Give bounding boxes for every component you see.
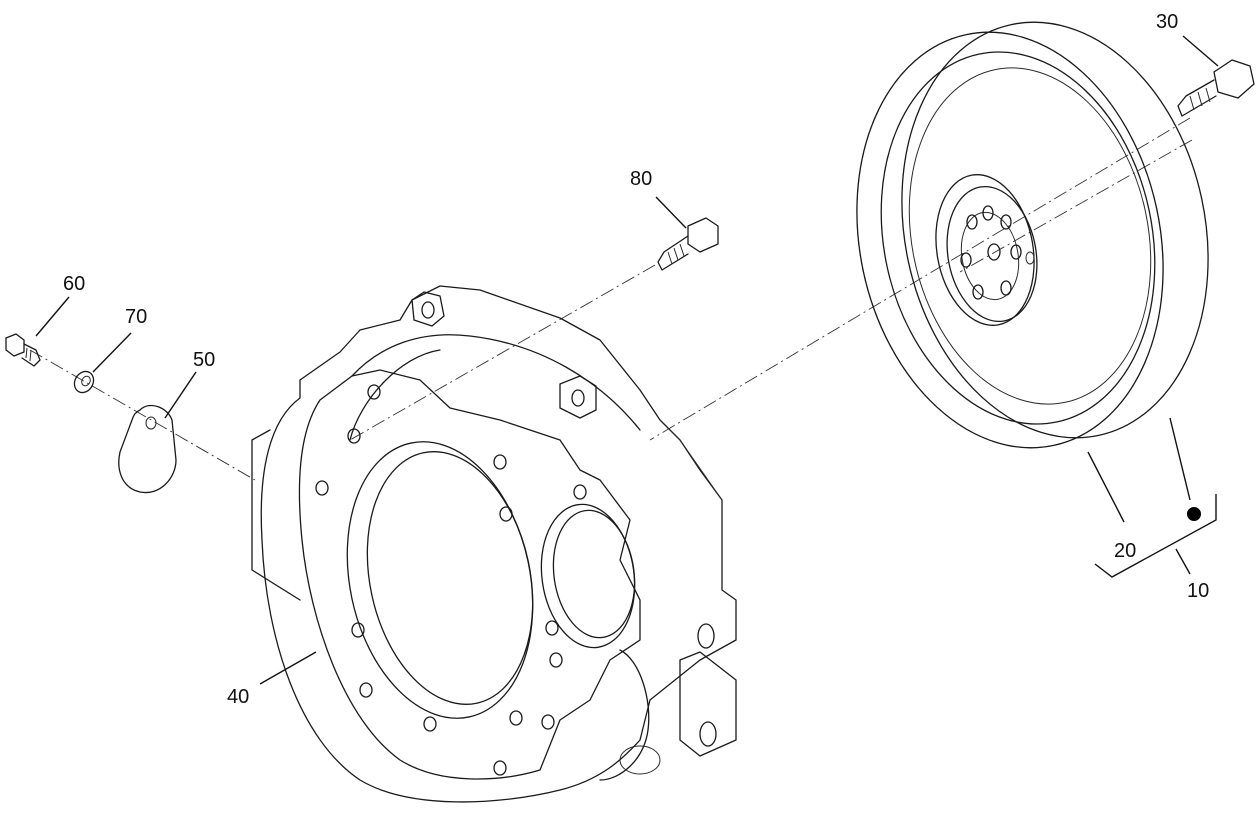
callout-50: 50 [193,349,215,371]
flywheel-part-20 [856,21,1209,449]
leader-lines [35,35,1219,685]
plate-part-50 [118,404,177,494]
callout-20: 20 [1114,540,1136,562]
callout-10: 10 [1187,580,1209,602]
bullet-dot [1187,507,1201,521]
bolt-part-60 [5,333,41,367]
lock-washer-part-70 [73,370,95,394]
callout-80: 80 [630,168,652,190]
bolt-part-30 [1177,59,1255,117]
callout-30: 30 [1156,11,1178,33]
callout-70: 70 [125,306,147,328]
callout-40: 40 [227,686,249,708]
flywheel-housing-part-40 [251,285,737,803]
callout-labels: 60 70 50 80 30 40 20 10 [63,11,1209,708]
assembly-axis-lines [29,117,1193,481]
callout-60: 60 [63,273,85,295]
bolt-part-80 [657,217,719,271]
